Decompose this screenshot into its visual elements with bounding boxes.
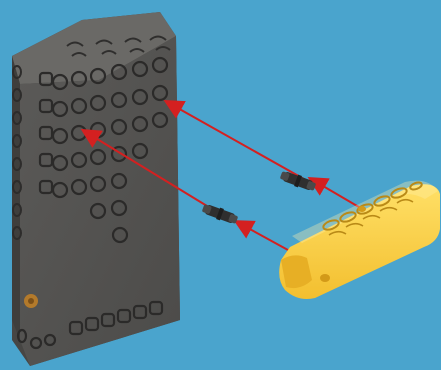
arm-hole-lower — [320, 274, 330, 282]
dark-block — [12, 12, 180, 366]
yellow-arm-end — [281, 255, 312, 288]
brass-port-center — [28, 298, 34, 304]
arm-hole-upper — [358, 206, 366, 212]
